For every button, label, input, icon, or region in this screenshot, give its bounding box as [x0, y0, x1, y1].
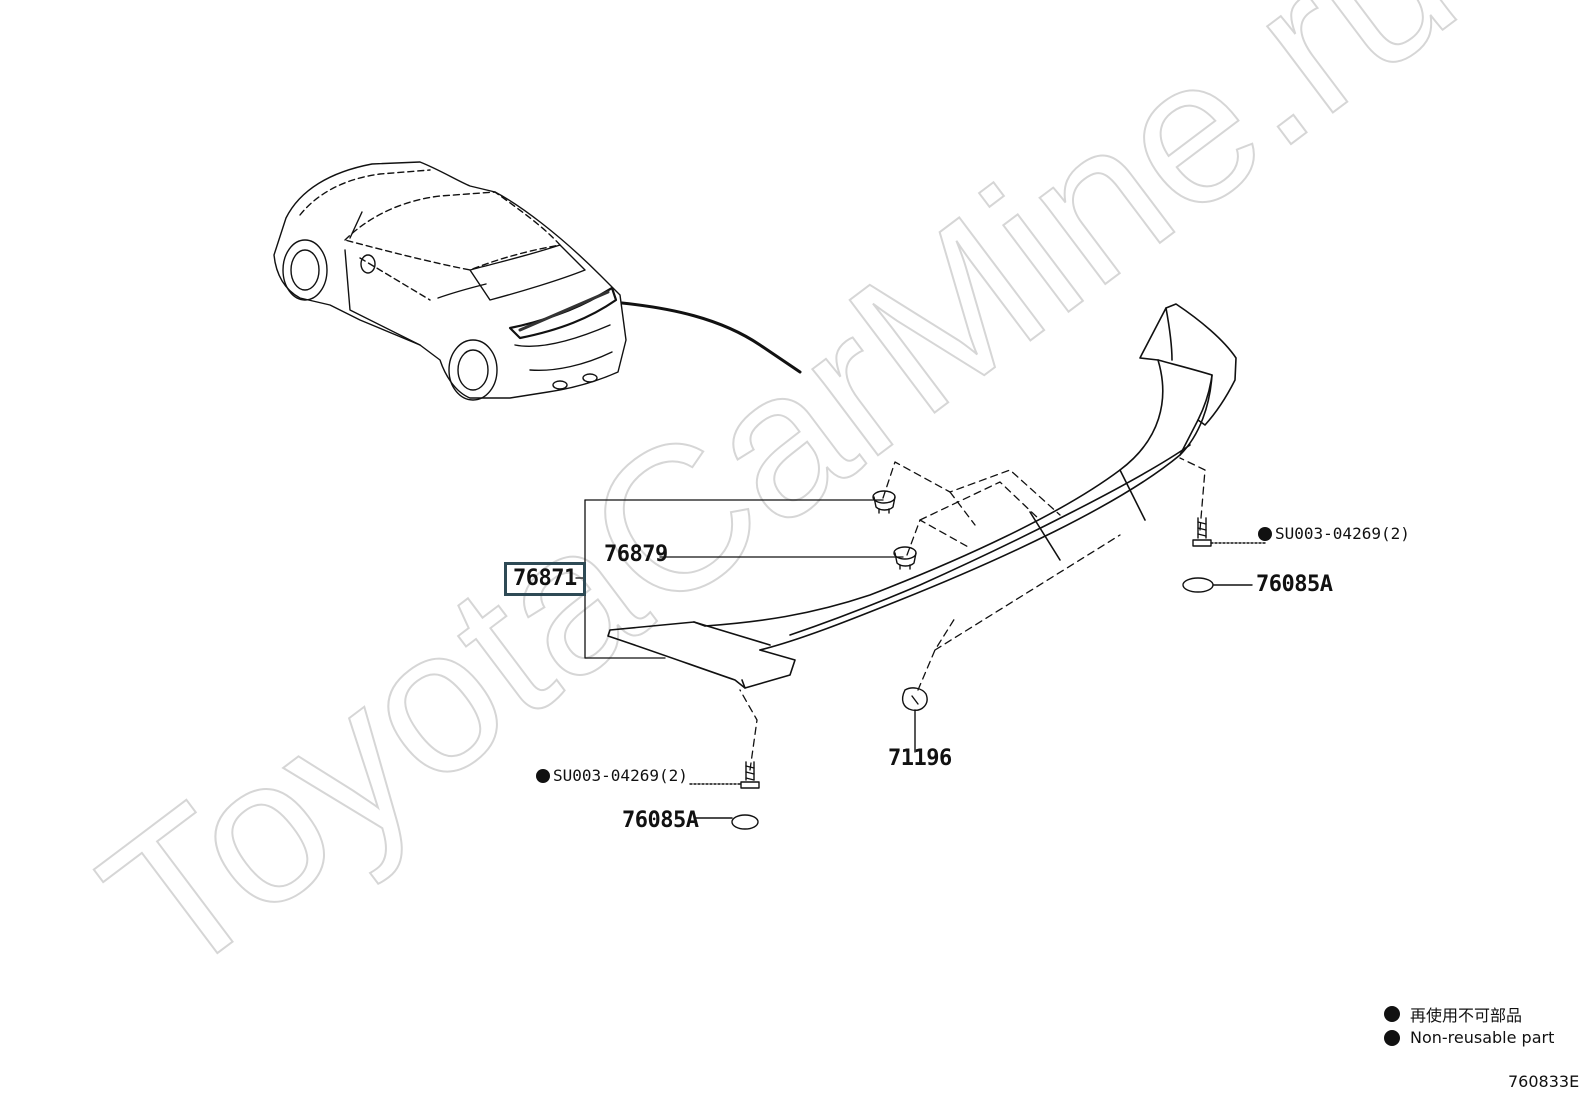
assembly-bracket: [575, 499, 904, 659]
part-number-76879[interactable]: 76879: [604, 542, 668, 567]
car-leader-line: [620, 301, 802, 374]
dashed-leaders: [739, 457, 1206, 771]
cap-right: [1182, 577, 1253, 593]
part-number-76871[interactable]: 76871: [504, 562, 586, 596]
legend-dot: [1384, 1006, 1400, 1022]
part-number-su003-right[interactable]: SU003-04269(2): [1275, 524, 1410, 543]
legend-text-en: Non-reusable part: [1410, 1028, 1555, 1047]
cap-left: [694, 814, 759, 830]
non-reusable-dot-right: [1258, 527, 1272, 541]
legend-row-jp: 再使用不可部品: [1384, 1002, 1522, 1026]
clip-76879-a: [872, 490, 896, 514]
legend-dot: [1384, 1029, 1400, 1046]
car-illustration: [273, 161, 627, 401]
bolt-right: [1192, 517, 1266, 547]
legend-text-jp: 再使用不可部品: [1410, 1006, 1523, 1025]
part-number-su003-left[interactable]: SU003-04269(2): [553, 766, 688, 785]
diagram-id: 760833E: [1508, 1072, 1580, 1091]
rear-spoiler: [607, 303, 1237, 689]
part-number-76085a-right[interactable]: 76085A: [1256, 572, 1333, 597]
bolt-left: [689, 761, 760, 789]
clip-76879-b: [893, 546, 917, 570]
part-number-71196[interactable]: 71196: [888, 746, 952, 771]
clip-71196: [901, 687, 928, 753]
legend-row-en: Non-reusable part: [1384, 1028, 1554, 1047]
non-reusable-dot-left: [536, 769, 550, 783]
part-number-76085a-left[interactable]: 76085A: [622, 808, 699, 833]
